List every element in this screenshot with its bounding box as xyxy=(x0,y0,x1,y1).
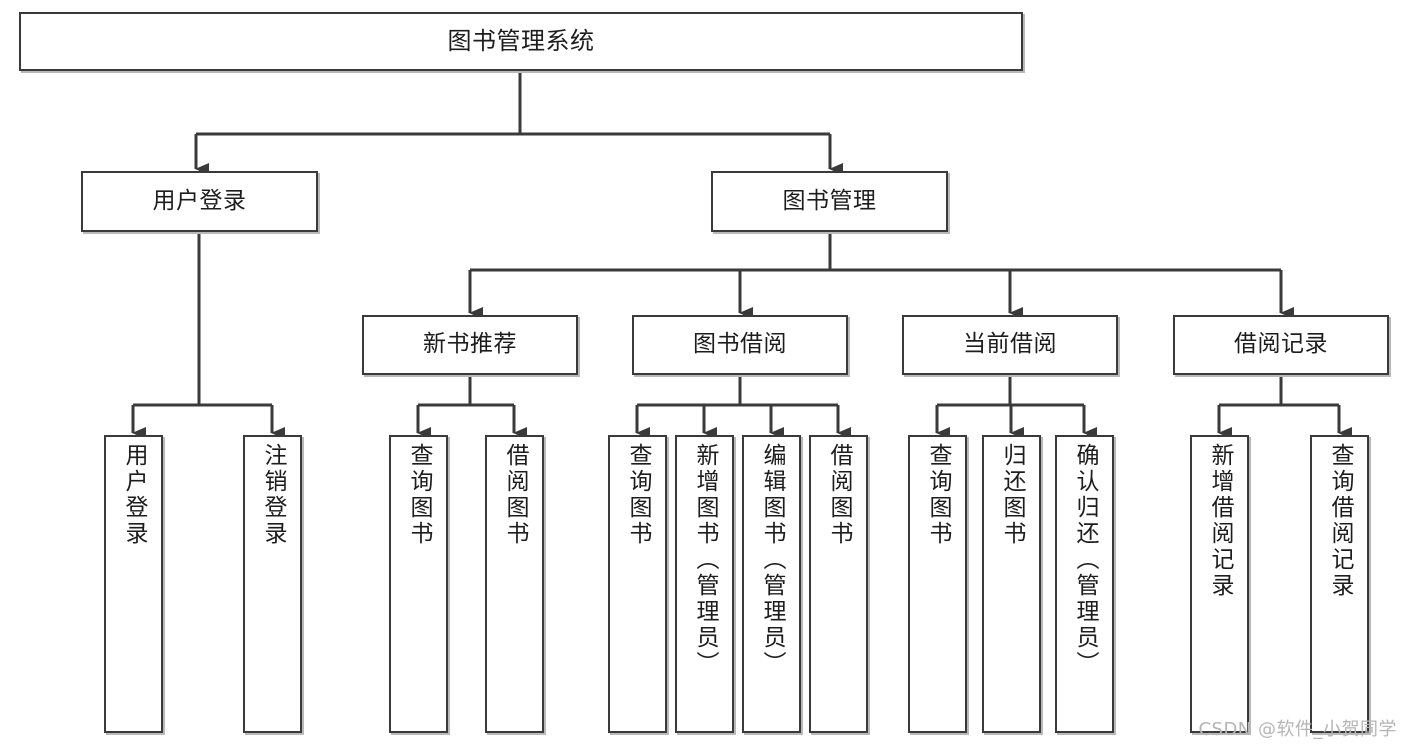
node-label: 用户登录 xyxy=(152,187,247,214)
leaf-node-归还图书-9[interactable]: 归还图书 xyxy=(982,435,1041,733)
leaf-node-新增借阅记录-11[interactable]: 新增借阅记录 xyxy=(1190,435,1249,733)
level2-node-图书管理-1[interactable]: 图书管理 xyxy=(711,171,948,232)
node-label: 查询图书 xyxy=(406,443,432,547)
leaf-node-查询图书-8[interactable]: 查询图书 xyxy=(908,435,967,733)
node-label: 图书借阅 xyxy=(693,331,787,358)
node-label: 新书推荐 xyxy=(423,331,517,358)
node-label: 新增图书（管理员） xyxy=(692,443,718,677)
leaf-node-用户登录-0[interactable]: 用户登录 xyxy=(104,435,163,733)
root-node-图书管理系统[interactable]: 图书管理系统 xyxy=(19,12,1023,71)
leaf-node-查询借阅记录-12[interactable]: 查询借阅记录 xyxy=(1310,435,1369,733)
leaf-node-查询图书-2[interactable]: 查询图书 xyxy=(389,435,448,733)
node-label: 确认归还（管理员） xyxy=(1072,443,1098,677)
node-label: 用户登录 xyxy=(121,443,147,547)
node-label: 借阅记录 xyxy=(1234,331,1328,358)
node-label: 新增借阅记录 xyxy=(1207,443,1233,599)
level3-node-图书借阅-1[interactable]: 图书借阅 xyxy=(632,315,848,375)
level3-node-当前借阅-2[interactable]: 当前借阅 xyxy=(902,315,1118,375)
leaf-node-借阅图书-7[interactable]: 借阅图书 xyxy=(809,435,868,733)
leaf-node-新增图书管理员-5[interactable]: 新增图书（管理员） xyxy=(675,435,734,733)
level3-node-借阅记录-3[interactable]: 借阅记录 xyxy=(1173,315,1389,375)
level2-node-用户登录-0[interactable]: 用户登录 xyxy=(81,171,318,232)
node-label: 查询图书 xyxy=(925,443,951,547)
node-label: 借阅图书 xyxy=(502,443,528,547)
node-label: 查询图书 xyxy=(625,443,651,547)
leaf-node-借阅图书-3[interactable]: 借阅图书 xyxy=(485,435,544,733)
node-label: 注销登录 xyxy=(260,443,286,547)
node-label: 当前借阅 xyxy=(963,331,1057,358)
leaf-node-编辑图书管理员-6[interactable]: 编辑图书（管理员） xyxy=(742,435,801,733)
level3-node-新书推荐-0[interactable]: 新书推荐 xyxy=(362,315,578,375)
node-label: 图书管理 xyxy=(782,187,877,214)
leaf-node-查询图书-4[interactable]: 查询图书 xyxy=(608,435,667,733)
node-label: 编辑图书（管理员） xyxy=(759,443,785,677)
leaf-node-确认归还管理员-10[interactable]: 确认归还（管理员） xyxy=(1055,435,1114,733)
node-label: 借阅图书 xyxy=(826,443,852,547)
leaf-node-注销登录-1[interactable]: 注销登录 xyxy=(243,435,302,733)
node-label: 图书管理系统 xyxy=(447,27,595,56)
node-label: 查询借阅记录 xyxy=(1327,443,1353,599)
node-label: 归还图书 xyxy=(999,443,1025,547)
watermark-text: CSDN @软件_小贺同学 xyxy=(1198,719,1397,740)
